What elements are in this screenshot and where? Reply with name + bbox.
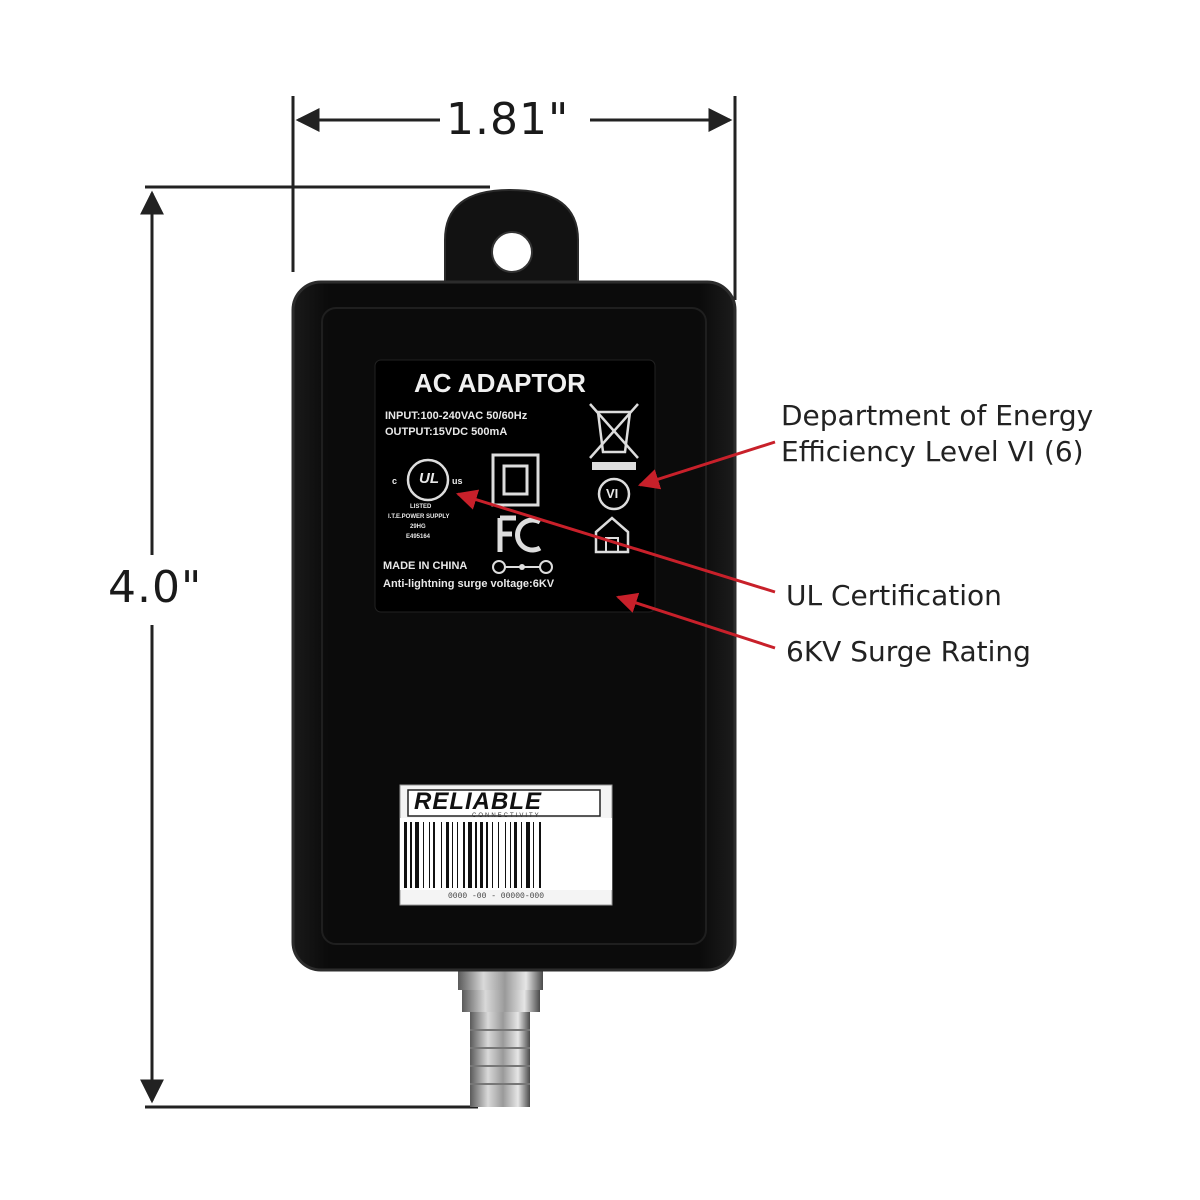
- weee-bin-icon: [589, 403, 639, 470]
- ul-logo: [406, 458, 450, 502]
- ul-callout: UL Certification: [786, 579, 1002, 612]
- width-dimension: [291, 96, 737, 300]
- coax-connector: [458, 965, 543, 1107]
- width-dimension-label: 1.81": [446, 94, 570, 145]
- label-origin: MADE IN CHINA: [383, 560, 468, 572]
- height-dimension-label: 4.0": [108, 562, 203, 613]
- ul-equipment: I.T.E.POWER SUPPLY: [388, 514, 450, 520]
- brand-name: RELIABLE: [414, 788, 542, 815]
- efficiency-mark-text: VI: [606, 486, 619, 501]
- ul-code2: E495164: [406, 534, 431, 540]
- barcode: [400, 818, 612, 890]
- ul-code1: 29HG: [410, 524, 426, 530]
- efficiency-vi-icon: [597, 477, 631, 511]
- height-dimension: [140, 185, 490, 1109]
- doe-callout-line1: Department of Energy: [781, 399, 1094, 432]
- surge-callout: 6KV Surge Rating: [786, 635, 1031, 668]
- fcc-icon: [497, 515, 542, 553]
- ul-arrow: [455, 489, 776, 594]
- polarity-symbol-icon: [492, 560, 553, 574]
- label-input: INPUT:100-240VAC 50/60Hz: [385, 410, 528, 422]
- square-mark-icon: [491, 453, 540, 507]
- callout-arrows: [455, 440, 776, 650]
- mounting-hole: [491, 231, 533, 273]
- brand-sticker: [399, 784, 613, 906]
- doe-arrow: [637, 440, 776, 490]
- label-output: OUTPUT:15VDC 500mA: [385, 426, 508, 438]
- surge-arrow: [616, 592, 776, 650]
- label-title: AC ADAPTOR: [414, 368, 586, 398]
- ul-us-mark: us: [452, 476, 463, 486]
- ul-mark-text: UL: [419, 470, 439, 487]
- doe-callout-line2: Efficiency Level VI (6): [781, 435, 1084, 468]
- ul-listed: LISTED: [410, 504, 432, 510]
- barcode-number: 0000 -00 - 00000-000: [448, 892, 545, 901]
- label-surge: Anti-lightning surge voltage:6KV: [383, 578, 555, 590]
- specification-label: [374, 359, 656, 613]
- ul-c-mark: c: [392, 476, 398, 486]
- hanging-tab: [444, 188, 579, 301]
- brand-tagline: CONNECTIVITY: [472, 813, 541, 819]
